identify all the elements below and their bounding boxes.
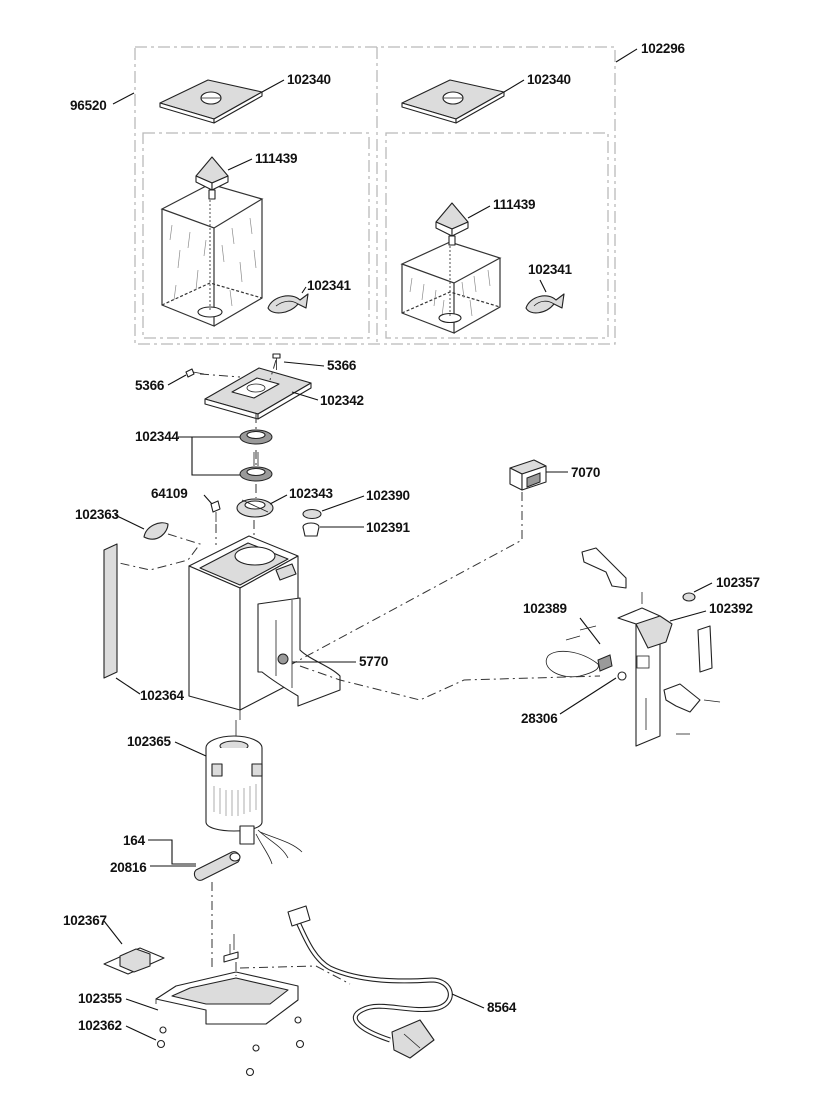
- leader-lines: [103, 48, 713, 1041]
- screw-path-top: [269, 359, 277, 381]
- base-plate: [155, 971, 299, 1025]
- hopper-base-plate: [204, 367, 312, 420]
- motor: [205, 720, 303, 865]
- clip-102357: [682, 592, 696, 602]
- label-102363: 102363: [75, 507, 120, 522]
- label-102342: 102342: [320, 393, 364, 408]
- hopper-short: [400, 238, 502, 334]
- circuit-board: [103, 947, 165, 975]
- label-111439-right: 111439: [493, 197, 535, 212]
- label-5770: 5770: [359, 654, 388, 669]
- screw-5366-top: [272, 353, 281, 370]
- screw-5366-left: [185, 368, 205, 378]
- burr-upper: [239, 429, 273, 445]
- power-cord: [287, 905, 453, 1059]
- label-102355: 102355: [78, 991, 123, 1006]
- label-102390: 102390: [366, 488, 410, 503]
- bracket-clip: [581, 547, 627, 589]
- hopper-lid-right: [401, 79, 505, 124]
- label-102364: 102364: [140, 688, 185, 703]
- label-96520: 96520: [70, 98, 107, 113]
- part-labels: 96520 102296 102340 102340 111439 111439…: [63, 41, 760, 1033]
- bracket-screws: [565, 625, 721, 735]
- switch: [509, 459, 547, 491]
- label-102389: 102389: [523, 601, 567, 616]
- side-cap-path: [105, 533, 201, 571]
- fixing-screws: [156, 934, 305, 1077]
- label-102365: 102365: [127, 734, 172, 749]
- small-fitting: [210, 500, 221, 522]
- label-102344: 102344: [135, 429, 180, 444]
- hopper-assembly-outline: [134, 46, 616, 345]
- cover-plate: [697, 625, 713, 673]
- label-102296: 102296: [641, 41, 686, 56]
- label-102340-right: 102340: [527, 72, 571, 87]
- label-28306: 28306: [521, 711, 558, 726]
- label-102391: 102391: [366, 520, 411, 535]
- side-cap: [143, 522, 169, 540]
- scoop-right: [525, 293, 565, 314]
- hopper-knob-right: [435, 202, 469, 246]
- label-64109: 64109: [151, 486, 188, 501]
- hopper-knob-left: [195, 156, 229, 200]
- base-assembly-path: [211, 882, 351, 985]
- grinder-body: [188, 535, 341, 720]
- switch-wire-path: [291, 492, 523, 665]
- angle-bracket: [663, 683, 701, 713]
- burr-spring: [253, 452, 259, 466]
- label-8564: 8564: [487, 1000, 517, 1015]
- label-102340-left: 102340: [287, 72, 331, 87]
- label-5366-top: 5366: [327, 358, 357, 373]
- side-panel: [103, 543, 118, 679]
- label-164: 164: [123, 833, 146, 848]
- label-102362: 102362: [78, 1018, 122, 1033]
- scoop-left: [267, 293, 309, 314]
- bracket-wire-path: [299, 665, 601, 701]
- button-knob: [302, 522, 320, 537]
- label-111439-left: 111439: [255, 151, 297, 166]
- hopper-tall: [160, 183, 264, 327]
- button-cap: [302, 508, 322, 520]
- hopper-lid-left: [159, 79, 263, 124]
- label-102341-left: 102341: [307, 278, 352, 293]
- label-102357: 102357: [716, 575, 760, 590]
- label-102392: 102392: [709, 601, 753, 616]
- capacitor: [193, 851, 241, 881]
- centre-axis: [253, 414, 257, 545]
- label-7070: 7070: [571, 465, 600, 480]
- burr-lower: [239, 466, 273, 482]
- label-20816: 20816: [110, 860, 147, 875]
- label-5366-left: 5366: [135, 378, 165, 393]
- screw-path-left: [199, 373, 241, 378]
- mounting-bracket: [617, 607, 673, 747]
- terminal-block: [545, 650, 613, 678]
- grinding-disc: [236, 498, 274, 518]
- label-102367: 102367: [63, 913, 107, 928]
- label-102341-right: 102341: [528, 262, 573, 277]
- label-102343: 102343: [289, 486, 334, 501]
